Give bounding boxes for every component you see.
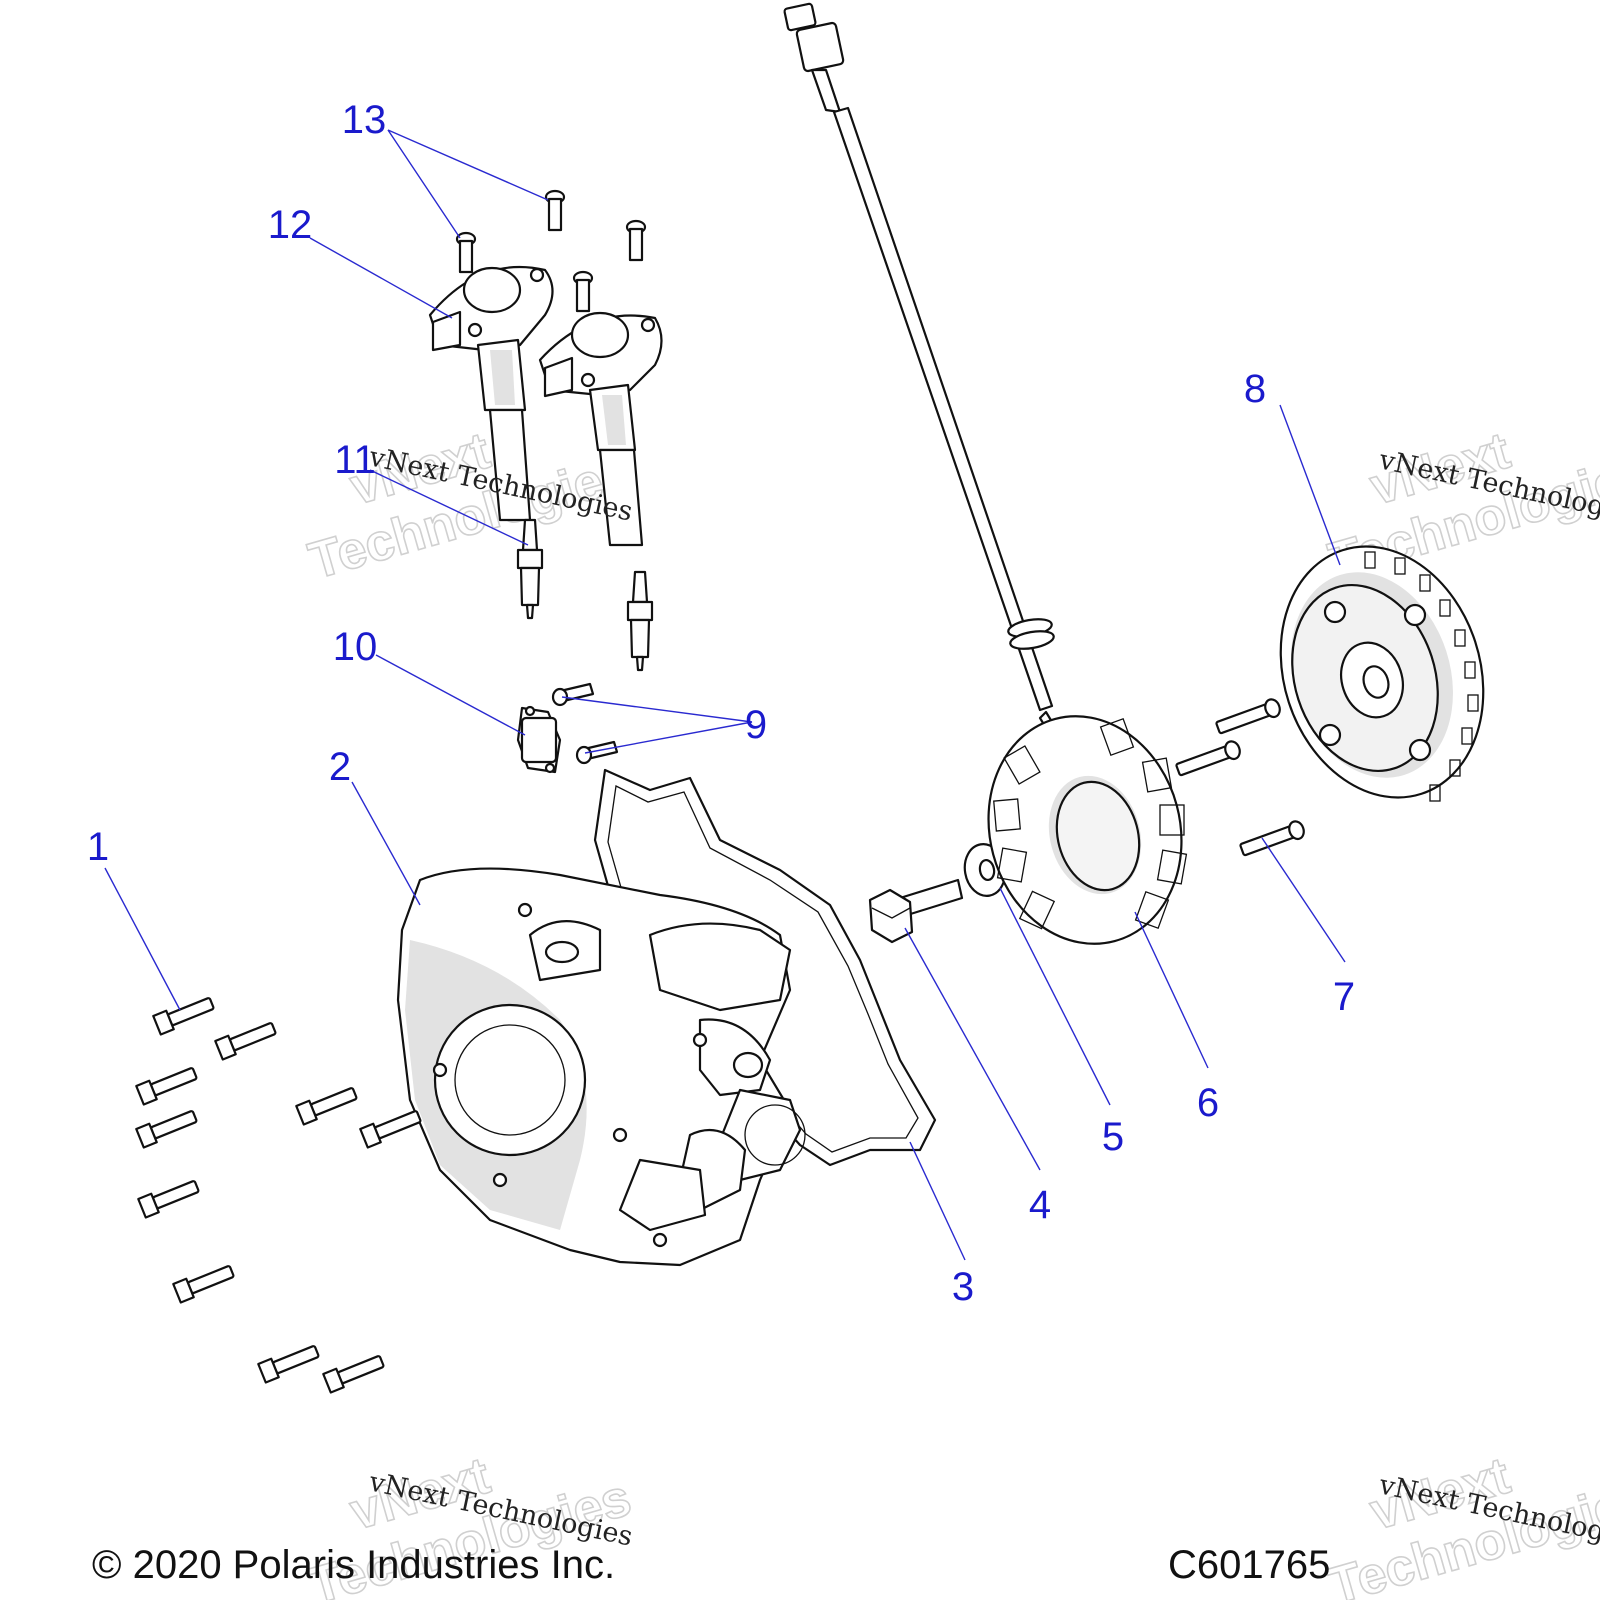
ignition-coil-rear <box>538 311 663 547</box>
callout-12: 12 <box>268 203 313 247</box>
leader-7 <box>1261 837 1346 963</box>
diagram-id: C601765 <box>1168 1543 1331 1587</box>
callout-9: 9 <box>745 703 767 747</box>
stator-bolts <box>1175 698 1305 857</box>
callout-11: 11 <box>334 438 376 482</box>
callout-10: 10 <box>333 625 378 669</box>
leader-9b <box>584 721 753 754</box>
ignition-coil-screws <box>455 189 647 313</box>
leader-13b <box>387 129 461 239</box>
leader-10 <box>375 654 526 736</box>
sensor-plate <box>516 705 562 774</box>
leader-3 <box>909 1141 966 1261</box>
stator <box>987 715 1188 945</box>
callout-13: 13 <box>342 98 387 142</box>
leader-9a <box>561 696 753 723</box>
callout-6: 6 <box>1197 1081 1219 1125</box>
callout-2: 2 <box>329 745 351 789</box>
flywheel <box>1279 545 1485 802</box>
leader-12 <box>309 237 453 319</box>
leader-6 <box>1134 911 1209 1069</box>
callout-4: 4 <box>1029 1183 1051 1227</box>
callout-3: 3 <box>952 1265 974 1309</box>
callout-1: 1 <box>87 825 109 869</box>
leader-13a <box>387 129 549 201</box>
cover-bolts <box>135 997 422 1394</box>
sensor-screws <box>551 682 619 765</box>
flywheel-bolt <box>868 878 964 944</box>
leader-2 <box>351 781 421 906</box>
spark-plugs <box>516 518 654 672</box>
callout-5: 5 <box>1102 1115 1124 1159</box>
leader-1 <box>104 867 181 1011</box>
callout-8: 8 <box>1244 367 1266 411</box>
copyright-notice: © 2020 Polaris Industries Inc. <box>92 1543 616 1587</box>
callout-7: 7 <box>1333 975 1355 1019</box>
callout-labels: 1 2 3 4 5 6 7 8 9 10 11 12 13 <box>87 98 1355 1309</box>
engine-side-cover <box>396 867 806 1267</box>
ignition-coil-front <box>428 265 554 522</box>
leader-11 <box>369 469 529 546</box>
leader-5 <box>999 887 1111 1106</box>
leader-8 <box>1279 404 1341 566</box>
leader-4 <box>904 927 1041 1171</box>
leader-lines <box>104 129 1346 1261</box>
